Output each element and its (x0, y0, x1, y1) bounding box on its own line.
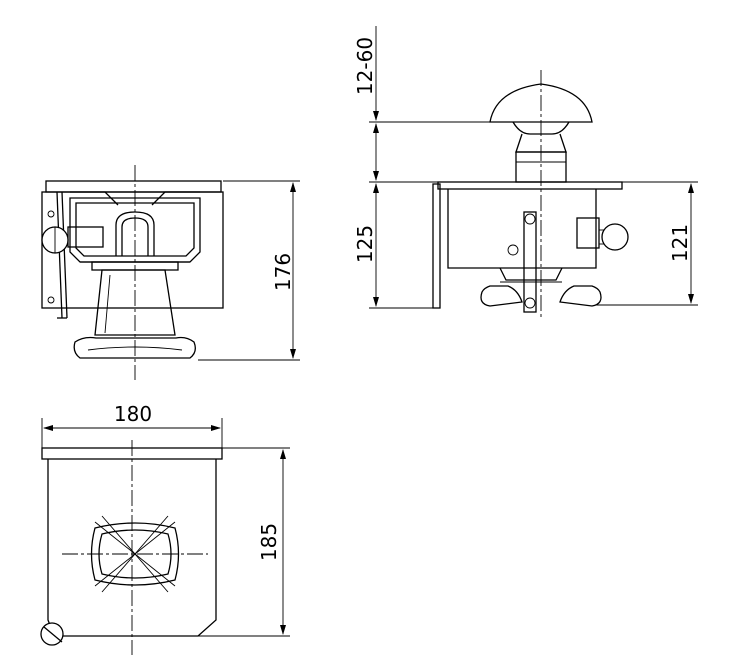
side-adjust-range-label: 12-60 (353, 37, 377, 95)
side-view (369, 26, 698, 320)
plan-depth-label: 185 (257, 523, 281, 561)
side-body-height-label: 121 (668, 224, 692, 262)
front-height-label: 176 (271, 253, 295, 291)
plan-width-label: 180 (114, 402, 152, 426)
front-view (41, 165, 300, 380)
side-height-label: 125 (353, 225, 377, 263)
plan-view (40, 418, 290, 655)
